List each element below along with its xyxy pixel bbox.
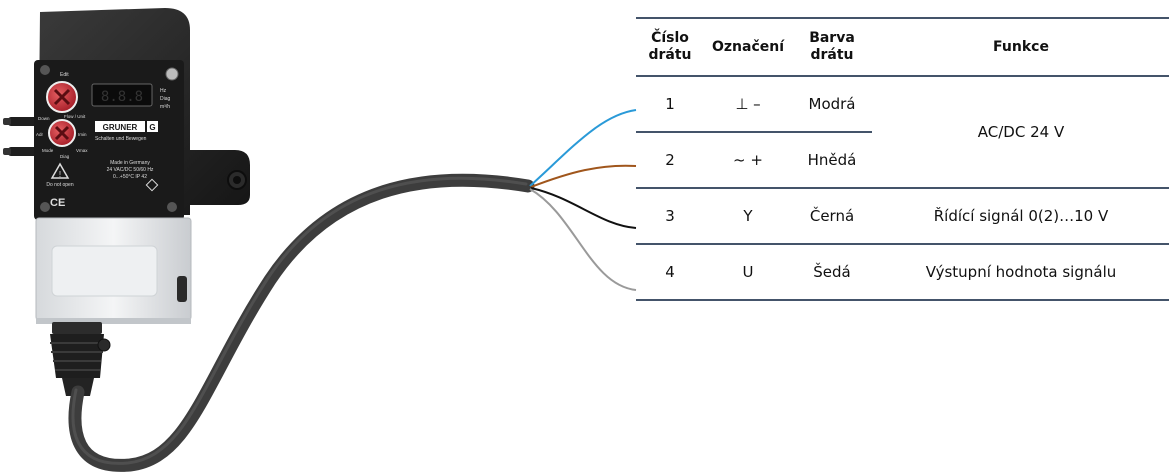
table-row: 2 ~ + Hnědá [636, 132, 1169, 189]
knob-label-mode: Mode [42, 148, 54, 153]
cell-mark: ⊥ – [704, 76, 792, 133]
header-function: Funkce [872, 17, 1169, 77]
brand-tagline: Schalten und Bewegen [95, 136, 147, 142]
table-row: 4 U Šedá Výstupní hodnota signálu [636, 244, 1169, 301]
wire-blue [529, 109, 637, 187]
label-m3h: m³/h [160, 104, 170, 110]
pressure-nozzles [3, 117, 38, 156]
header-wire-color: Barva drátu [792, 17, 872, 77]
display-digits: 8.8.8 [101, 89, 143, 105]
table-row: 3 Y Černá Řídící signál 0(2)…10 V [636, 188, 1169, 245]
table-row: 1 ⊥ – Modrá AC/DC 24 V [636, 76, 1169, 189]
knob-label-diag: Diag [60, 154, 70, 159]
knob-label-flow: Flow / Unit [64, 114, 86, 119]
wire-grey [529, 188, 637, 291]
cell-number: 3 [636, 188, 704, 245]
cell-color: Hnědá [792, 132, 872, 189]
brand-logo: GRUNER G [95, 121, 158, 132]
temp-ip: 0...+50°C IP 42 [113, 174, 147, 180]
brand-name: GRUNER [103, 123, 138, 132]
display: 8.8.8 Hz Diag m³/h [91, 83, 171, 110]
cell-function: Řídící signál 0(2)…10 V [872, 188, 1169, 245]
cell-function: Výstupní hodnota signálu [872, 244, 1169, 301]
rating: 24 VAC/DC 50/60 Hz [107, 167, 154, 173]
ce-mark: CE [50, 197, 65, 209]
cell-function: AC/DC 24 V [872, 76, 1169, 189]
lower-housing [35, 217, 192, 324]
cell-number: 4 [636, 244, 704, 301]
header-wire-number: Číslo drátu [636, 17, 704, 77]
edit-label: Edit [60, 72, 69, 78]
made-in: Made in Germany [110, 160, 150, 166]
mode-knob [48, 119, 76, 147]
label-hz: Hz [160, 88, 167, 94]
knob-label-vmax: Vmax [76, 148, 88, 153]
cell-number: 1 [636, 76, 704, 133]
knob-label-adr: Adr [36, 132, 44, 137]
edit-knob [46, 81, 78, 113]
wiring-table: Číslo drátu Označení Barva drátu Funkce … [636, 17, 1169, 301]
brand-mark: G [149, 123, 155, 132]
knob-label-imin: Imin [78, 132, 87, 137]
cell-mark: ~ + [704, 132, 792, 189]
cell-mark: U [704, 244, 792, 301]
header-marking: Označení [704, 17, 792, 77]
label-diag: Diag [160, 96, 171, 102]
cell-number: 2 [636, 132, 704, 189]
cell-color: Šedá [792, 244, 872, 301]
warning-text: Do not open [46, 182, 73, 188]
svg-text:!: ! [59, 170, 61, 179]
knob-label-down: Down [38, 116, 50, 121]
recycle-icon [145, 178, 159, 192]
wire-black [530, 187, 637, 229]
cell-color: Modrá [792, 76, 872, 133]
cell-mark: Y [704, 188, 792, 245]
wire-brown [530, 164, 637, 188]
cell-color: Černá [792, 188, 872, 245]
cable-gland [50, 322, 111, 396]
table-header-row: Číslo drátu Označení Barva drátu Funkce [636, 17, 1169, 77]
warning-icon: ! [50, 162, 70, 179]
